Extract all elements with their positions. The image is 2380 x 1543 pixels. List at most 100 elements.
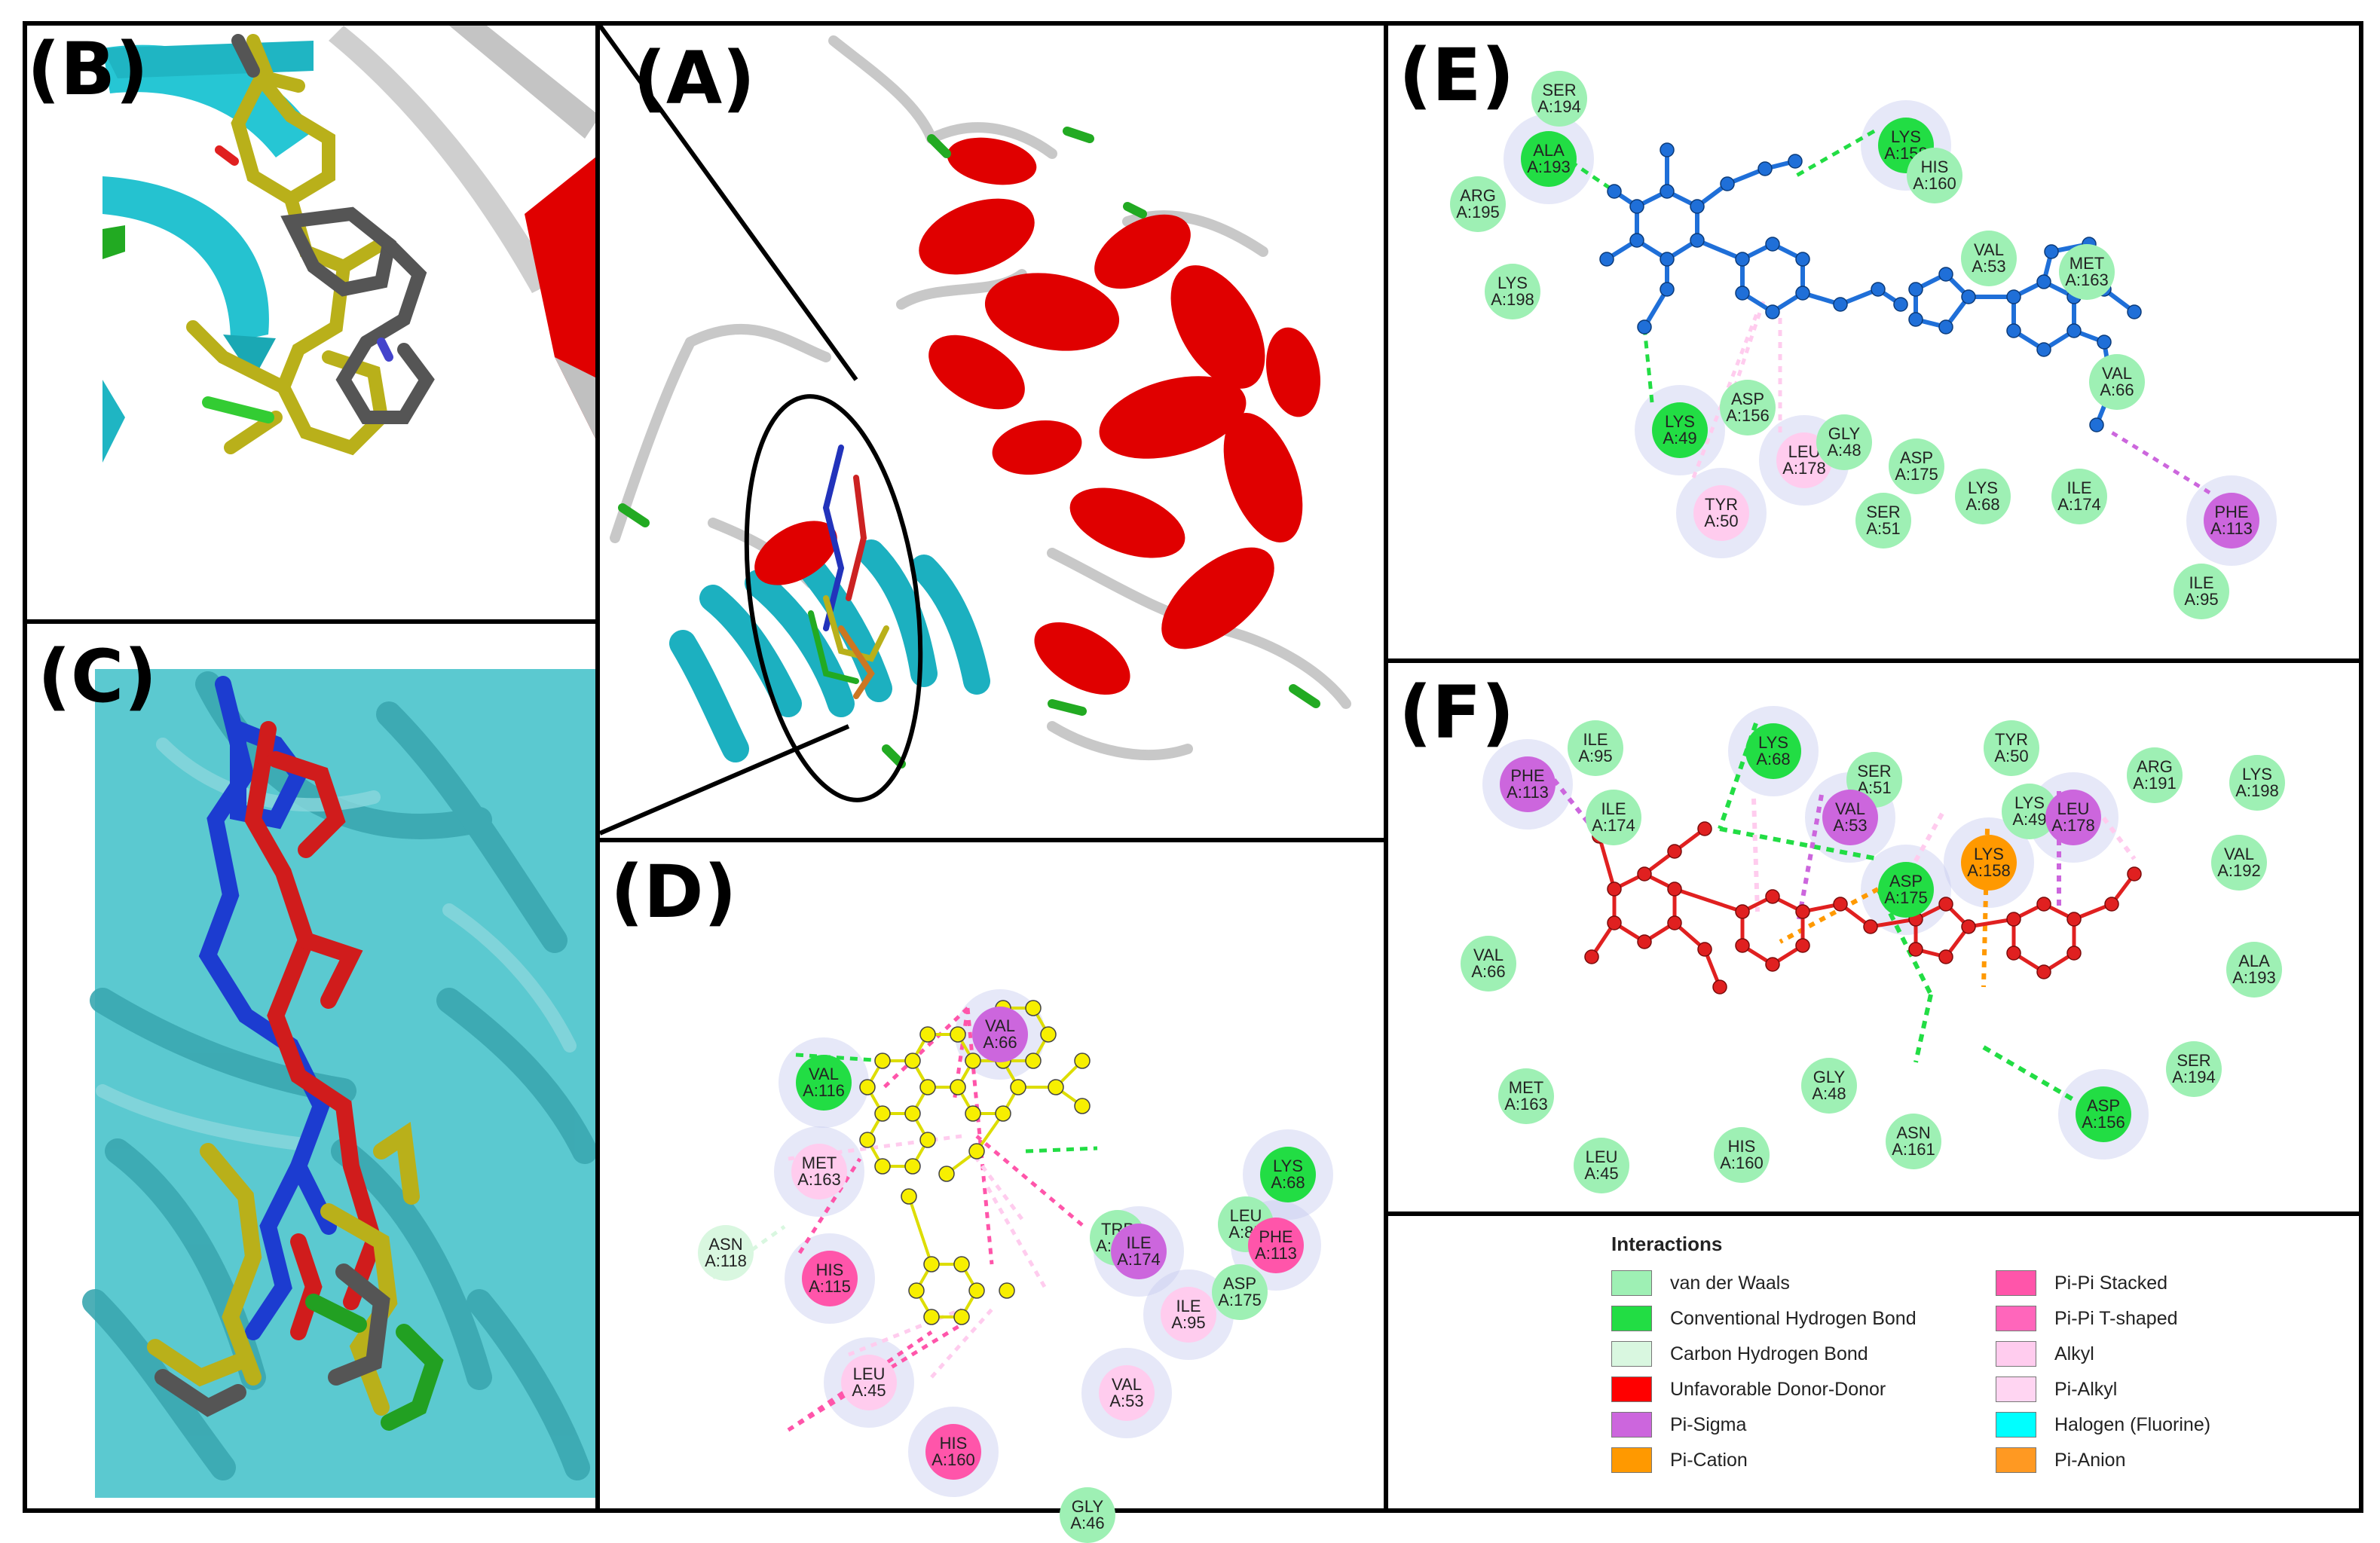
panel-c: (C) — [23, 619, 600, 1513]
residue-number: A:198 — [2235, 781, 2279, 800]
residue-name: ILE — [1583, 730, 1608, 749]
residue-name: HIS — [1920, 157, 1949, 176]
residue-name: TYR — [1705, 495, 1738, 514]
panel-b-label: (B) — [27, 27, 148, 112]
residue-name: PHE — [2214, 503, 2249, 521]
legend-item: Pi-Cation — [1611, 1447, 1748, 1473]
legend-swatch — [1611, 1447, 1652, 1473]
residue-name: LEU — [1229, 1206, 1262, 1225]
residue-name: MET — [1508, 1078, 1544, 1097]
residue-number: A:45 — [1584, 1164, 1619, 1183]
legend-item: Pi-Anion — [1996, 1447, 2126, 1473]
residue-name: TYR — [1995, 730, 2028, 749]
legend-swatch — [1996, 1341, 2036, 1367]
legend-item: Conventional Hydrogen Bond — [1611, 1306, 1917, 1331]
legend-swatch — [1996, 1447, 2036, 1473]
legend-label: Carbon Hydrogen Bond — [1670, 1343, 1868, 1364]
residue-name: LYS — [1497, 273, 1528, 292]
legend-item: Pi-Pi Stacked — [1996, 1270, 2167, 1296]
residue-number: A:156 — [2082, 1113, 2125, 1132]
legend-swatch — [1611, 1412, 1652, 1438]
residue-name: LYS — [1968, 478, 1998, 497]
residue-number: A:175 — [1895, 465, 1938, 484]
residue-number: A:175 — [1218, 1291, 1262, 1309]
residue-name: SER — [1542, 81, 1577, 99]
legend-swatch — [1996, 1412, 2036, 1438]
residue-number: A:194 — [1537, 97, 1581, 116]
residue-name: MET — [2069, 254, 2105, 273]
legend-swatch — [1996, 1306, 2036, 1331]
residue-name: MET — [801, 1153, 837, 1172]
residue-name: ASP — [2086, 1096, 2121, 1115]
residue-number: A:50 — [1704, 512, 1739, 530]
residue-name: ARG — [1460, 186, 1496, 205]
residue-number: A:113 — [1255, 1244, 1297, 1263]
residue-name: LEU — [1788, 442, 1821, 461]
residue-number: A:66 — [983, 1033, 1017, 1052]
legend-swatch — [1996, 1376, 2036, 1402]
residue-number: A:191 — [2133, 774, 2177, 793]
panel-b-render — [27, 26, 600, 619]
residue-number: A:192 — [2217, 861, 2261, 880]
panel-d-label: (D) — [610, 850, 737, 934]
residue-name: ILE — [1176, 1297, 1201, 1315]
legend-item: Pi-Alkyl — [1996, 1376, 2117, 1402]
residue-number: A:156 — [1726, 406, 1770, 425]
residue-number: A:66 — [1471, 962, 1506, 981]
residue-name: HIS — [815, 1260, 844, 1279]
residue-number: A:158 — [1967, 861, 2011, 880]
panel-b: (B) — [23, 21, 600, 624]
residue-name: PHE — [1259, 1227, 1293, 1246]
panel-d: (D) — [595, 838, 1388, 1543]
residue-number: A:118 — [705, 1251, 747, 1270]
panel-f-ligand — [1537, 723, 2142, 1102]
legend-swatch — [1611, 1376, 1652, 1402]
panel-c-label: (C) — [38, 634, 158, 719]
panel-c-render — [27, 624, 598, 1508]
residue-number: A:174 — [1117, 1250, 1161, 1269]
legend-label: Pi-Sigma — [1670, 1413, 1747, 1435]
residue-number: A:113 — [2210, 519, 2253, 538]
residue-number: A:45 — [852, 1381, 886, 1400]
residue-number: A:194 — [2172, 1068, 2216, 1086]
residue-number: A:163 — [1504, 1095, 1548, 1114]
residue-name: ASP — [1889, 872, 1923, 891]
residue-name: SER — [1857, 762, 1892, 781]
residue-name: VAL — [1974, 240, 2004, 259]
legend-label: Pi-Cation — [1670, 1449, 1748, 1471]
residue-number: A:49 — [1663, 429, 1697, 448]
